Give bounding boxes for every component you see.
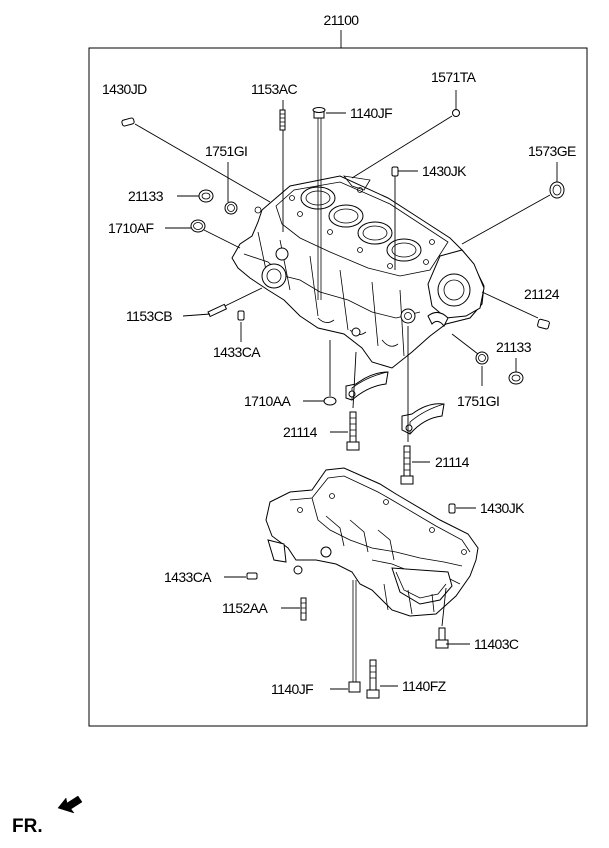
label-1430JK-top: 1430JK: [422, 163, 467, 179]
label-1710AA: 1710AA: [244, 393, 291, 409]
label-21114-right: 21114: [435, 454, 470, 470]
dowel-pin-1430JK-bottom: [448, 503, 456, 514]
label-1140JF-bottom: 1140JF: [271, 681, 313, 697]
label-21133-top: 21133: [128, 188, 164, 204]
o-ring-1710AA: [323, 396, 337, 406]
label-1153CB: 1153CB: [126, 308, 172, 324]
assembly-number-label: 21100: [324, 12, 360, 28]
label-1751GI-top: 1751GI: [205, 143, 247, 159]
label-1152AA: 1152AA: [222, 600, 268, 616]
label-1430JK-bottom: 1430JK: [480, 500, 525, 516]
label-1710AF: 1710AF: [108, 220, 153, 236]
gasket-1751GI-bottom: [475, 351, 489, 365]
plug-21133-right: [508, 371, 524, 385]
bolt-11403C: [435, 627, 449, 649]
bolt-21114-right: [400, 445, 414, 485]
assembly-frame: [88, 47, 588, 727]
plug-21133-top: [198, 189, 214, 203]
label-21133-right: 21133: [496, 339, 532, 355]
stud-1153AC: [279, 109, 286, 131]
cylinder-block: [231, 175, 485, 369]
label-1751GI-bottom: 1751GI: [457, 393, 499, 409]
label-1153AC: 1153AC: [251, 81, 297, 97]
bolt-1140FZ: [366, 659, 380, 699]
oil-pan-lower-case: [265, 467, 479, 617]
o-ring-1710AF: [190, 219, 206, 233]
bolt-1140JF-top: [312, 107, 326, 300]
front-orientation-indicator: FR.: [12, 795, 83, 837]
cap-1573GE: [549, 181, 565, 199]
label-1433CA-bottom: 1433CA: [164, 569, 212, 585]
bolt-21114-left: [346, 411, 360, 451]
front-arrow-icon: [57, 795, 83, 814]
dowel-pin-1433CA-top: [237, 310, 245, 321]
bearing-cap-upper: [345, 371, 389, 401]
plug-21124: [537, 318, 550, 330]
plug-1571TA: [452, 109, 460, 117]
stud-1153CB: [207, 303, 228, 318]
label-1433CA-top: 1433CA: [213, 344, 261, 360]
leader-lines: [134, 90, 558, 690]
dowel-pin-1433CA-bottom: [246, 572, 258, 580]
label-1430JD: 1430JD: [102, 81, 147, 97]
label-21114-left: 21114: [283, 424, 318, 440]
label-1140FZ: 1140FZ: [402, 678, 447, 694]
bearing-cap-lower: [401, 403, 445, 435]
dowel-pin-1430JK-top: [391, 166, 399, 177]
bolt-1140JF-bottom: [348, 580, 361, 693]
stud-1152AA: [300, 597, 307, 621]
label-11403C: 11403C: [474, 636, 519, 652]
label-21124: 21124: [524, 286, 560, 302]
front-orientation-label: FR.: [12, 816, 43, 837]
gasket-1751GI-top: [224, 201, 238, 215]
label-1140JF-top: 1140JF: [350, 105, 392, 121]
label-1573GE: 1573GE: [528, 143, 576, 159]
label-1571TA: 1571TA: [431, 69, 477, 85]
dowel-pin-1430JD: [121, 117, 135, 127]
